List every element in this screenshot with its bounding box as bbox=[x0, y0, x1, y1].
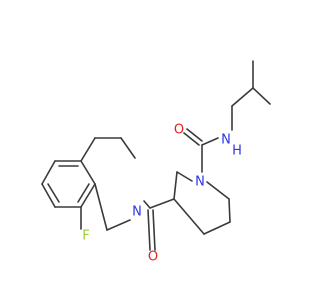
upper-carbonyl-oxygen-label: O bbox=[174, 123, 184, 138]
amide-carbonyl-lower bbox=[143, 198, 175, 251]
molecule-canvas: F N N N H O O bbox=[41, 60, 271, 265]
fluorine-label: F bbox=[82, 229, 89, 244]
isoquinoline-nitrogen-label: N bbox=[132, 205, 142, 220]
benzene-ring bbox=[41, 160, 96, 208]
piperidine-ring bbox=[173, 171, 231, 235]
amide-carbonyl-upper bbox=[183, 128, 219, 173]
lower-carbonyl-oxygen-label: O bbox=[148, 250, 158, 265]
amide-nitrogen-label: N bbox=[221, 133, 231, 148]
isobutyl-chain bbox=[231, 60, 271, 131]
tetrahydro-ring bbox=[80, 137, 136, 231]
amide-hydrogen-label: H bbox=[232, 144, 242, 159]
piperidine-nitrogen-label: N bbox=[195, 175, 205, 190]
molecule-structure: F N N N H O O bbox=[41, 60, 271, 265]
